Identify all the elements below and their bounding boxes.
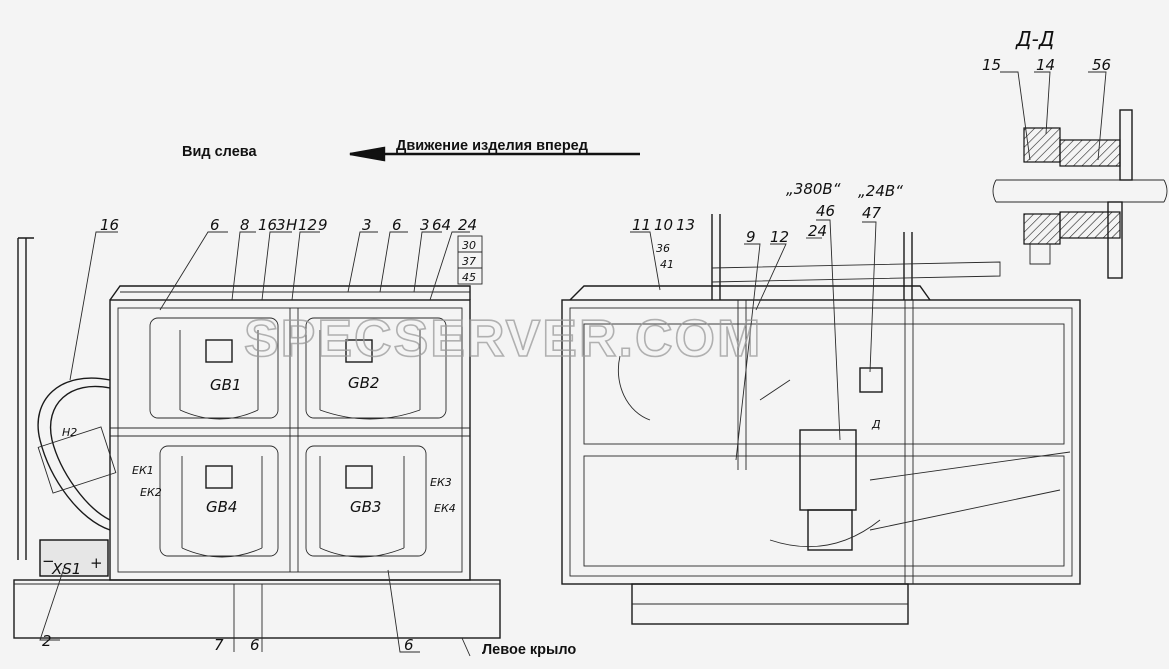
callout: 6 [392, 216, 402, 234]
callout: 12 [770, 228, 789, 246]
view-left-label: Вид слева [182, 144, 257, 160]
callout: 7 [214, 636, 224, 654]
callout: 2 [42, 632, 52, 650]
callout: 3 [420, 216, 430, 234]
section-dd [992, 71, 1168, 279]
left-view [13, 146, 640, 657]
direction-label: Движение изделия вперед [396, 138, 588, 154]
right-view [561, 214, 1081, 625]
section-title: Д-Д [1015, 27, 1054, 51]
battery-label: GB1 [210, 376, 241, 394]
callout: 6 [404, 636, 414, 654]
battery-label: GB3 [350, 498, 381, 516]
socket-xs1 [39, 539, 109, 577]
callout: 14 [1036, 56, 1055, 74]
callout: 41 [660, 258, 674, 271]
battery-gb1 [149, 317, 279, 419]
callout: 24 [808, 222, 827, 240]
heater-h2 [37, 426, 117, 494]
h2-label: Н2 [62, 426, 77, 439]
callout: 56 [1092, 56, 1111, 74]
callout: Н [286, 216, 297, 234]
callout: 64 [432, 216, 451, 234]
callout: 8 [240, 216, 250, 234]
d-mark-label: Д [871, 418, 881, 431]
callout: 6 [250, 636, 260, 654]
left-wing-label: Левое крыло [482, 642, 576, 658]
base-platform [13, 579, 501, 639]
callout: 46 [816, 202, 835, 220]
callout: 16 [258, 216, 277, 234]
callout: 3 [276, 216, 286, 234]
callout: 11 [632, 216, 651, 234]
heater-label: ЕК1 [132, 464, 154, 477]
voltage-380-label: „380В“ [786, 180, 841, 198]
callout: 12 [298, 216, 317, 234]
callout: 3 [362, 216, 372, 234]
heater-label: ЕК3 [430, 476, 452, 489]
battery-gb4 [159, 445, 279, 557]
xs1-label: XS1 [51, 560, 81, 578]
callout: 24 [458, 216, 477, 234]
callout: 45 [462, 271, 476, 284]
callout: 37 [462, 255, 476, 268]
heater-label: ЕК4 [434, 502, 456, 515]
watermark-text: SPECSERVER.COM [244, 310, 762, 368]
callout: 30 [462, 239, 476, 252]
callout: 15 [982, 56, 1001, 74]
minus-sign: − [42, 552, 55, 570]
callout: 16 [100, 216, 119, 234]
callout: 47 [862, 204, 882, 222]
battery-label: GB4 [206, 498, 237, 516]
callout: 6 [210, 216, 220, 234]
battery-gb2 [305, 317, 447, 419]
battery-gb3 [305, 445, 427, 557]
battery-box-frame [109, 299, 471, 581]
battery-label: GB2 [348, 374, 379, 392]
callout-stack: 30 37 45 [457, 235, 483, 285]
callout: 10 [654, 216, 673, 234]
plus-sign: + [90, 554, 103, 572]
callout: 36 [656, 242, 670, 255]
callout: 9 [746, 228, 756, 246]
heater-label: ЕК2 [140, 486, 162, 499]
callout: 9 [318, 216, 328, 234]
voltage-24-label: „24В“ [858, 182, 903, 200]
callout: 13 [676, 216, 695, 234]
